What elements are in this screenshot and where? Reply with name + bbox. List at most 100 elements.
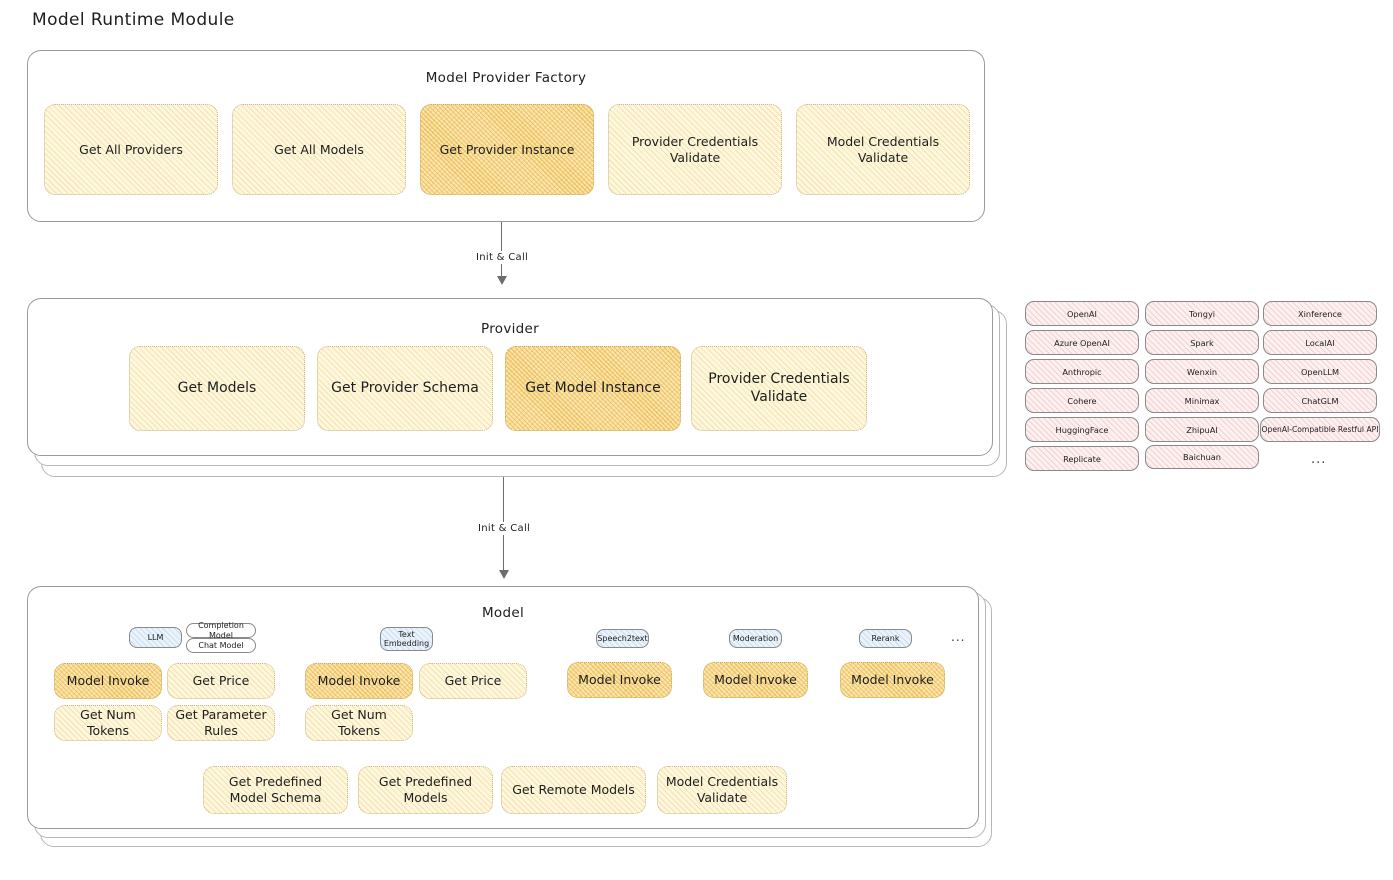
llm-method-get-parameter-rules[interactable]: Get Parameter Rules bbox=[167, 705, 275, 741]
provider-pill-xinference[interactable]: Xinference bbox=[1263, 301, 1377, 326]
provider-box-label: Get Model Instance bbox=[525, 379, 661, 396]
method-label: Model Invoke bbox=[714, 672, 797, 687]
model-type-badge-rerank[interactable]: Rerank bbox=[859, 629, 912, 648]
provider-pill-label: OpenAI-Compatible Restful API bbox=[1261, 425, 1379, 434]
arrow-factory-to-provider-head bbox=[497, 276, 507, 285]
model-sub-badge-label: Chat Model bbox=[198, 640, 244, 650]
provider-pill-tongyi[interactable]: Tongyi bbox=[1145, 301, 1259, 326]
provider-pill-label: Spark bbox=[1190, 337, 1214, 348]
model-method-get-predefined-model-schema[interactable]: Get Predefined Model Schema bbox=[203, 766, 348, 814]
provider-pill-label: Tongyi bbox=[1188, 308, 1216, 319]
provider-pill-label: ZhipuAI bbox=[1186, 424, 1218, 435]
provider-pill-openllm[interactable]: OpenLLM bbox=[1263, 359, 1377, 384]
model-sub-badge-label: Completion Model bbox=[198, 621, 244, 640]
method-label: Model Invoke bbox=[851, 672, 934, 687]
provider-pill-baichuan[interactable]: Baichuan bbox=[1145, 445, 1259, 469]
provider-pill-openai-compatible-restful-api[interactable]: OpenAI-Compatible Restful API bbox=[1260, 417, 1380, 442]
provider-pill-label: OpenAI bbox=[1067, 308, 1097, 319]
provider-pill-azure-openai[interactable]: Azure OpenAI bbox=[1025, 330, 1139, 355]
page-title: Model Runtime Module bbox=[32, 10, 235, 30]
provider-pill-zhipuai[interactable]: ZhipuAI bbox=[1145, 417, 1259, 442]
model-method-get-predefined-models[interactable]: Get Predefined Models bbox=[358, 766, 493, 814]
factory-box-label: Get All Providers bbox=[79, 141, 183, 157]
provider-pill-replicate[interactable]: Replicate bbox=[1025, 446, 1139, 471]
provider-pill-localai[interactable]: LocalAI bbox=[1263, 330, 1377, 355]
provider-pill-label: Anthropic bbox=[1062, 366, 1102, 377]
factory-box-get-all-providers[interactable]: Get All Providers bbox=[44, 104, 218, 195]
model-type-badge-label: Moderation bbox=[732, 633, 779, 643]
provider-pill-spark[interactable]: Spark bbox=[1145, 330, 1259, 355]
method-label: Model Credentials Validate bbox=[665, 774, 779, 805]
factory-box-label: Model Credentials Validate bbox=[826, 133, 940, 165]
factory-box-get-provider-instance[interactable]: Get Provider Instance bbox=[420, 104, 594, 195]
text-embedding-method-get-num-tokens[interactable]: Get Num Tokens bbox=[305, 705, 413, 741]
moderation-method-model-invoke[interactable]: Model Invoke bbox=[703, 662, 808, 698]
provider-pill-label: Baichuan bbox=[1183, 452, 1221, 462]
provider-list-more-ellipsis: ... bbox=[1311, 452, 1327, 467]
model-types-more-ellipsis: ... bbox=[951, 630, 966, 644]
method-label: Model Invoke bbox=[66, 673, 150, 688]
model-method-get-remote-models[interactable]: Get Remote Models bbox=[501, 766, 646, 814]
provider-pill-minimax[interactable]: Minimax bbox=[1145, 388, 1259, 413]
method-label: Get Remote Models bbox=[512, 782, 635, 797]
factory-box-label: Provider Credentials Validate bbox=[631, 133, 759, 165]
factory-box-provider-credentials-validate[interactable]: Provider Credentials Validate bbox=[608, 104, 782, 195]
method-label: Get Predefined Models bbox=[378, 774, 473, 805]
model-type-badge-label: Rerank bbox=[871, 633, 900, 643]
model-sub-badge-completion-model[interactable]: Completion Model bbox=[186, 621, 256, 640]
method-label: Get Predefined Model Schema bbox=[228, 774, 323, 805]
provider-pill-label: ChatGLM bbox=[1301, 395, 1339, 406]
provider-box-provider-credentials-validate[interactable]: Provider Credentials Validate bbox=[691, 346, 867, 431]
model-type-badge-label: LLM bbox=[147, 632, 164, 642]
llm-method-get-num-tokens[interactable]: Get Num Tokens bbox=[54, 705, 162, 741]
model-type-badge-llm[interactable]: LLM bbox=[129, 627, 182, 648]
provider-pill-huggingface[interactable]: HuggingFace bbox=[1025, 417, 1139, 442]
provider-box-label: Provider Credentials Validate bbox=[708, 370, 850, 405]
provider-pill-chatglm[interactable]: ChatGLM bbox=[1263, 388, 1377, 413]
provider-pill-label: OpenLLM bbox=[1300, 366, 1340, 377]
provider-pill-label: Minimax bbox=[1184, 395, 1220, 406]
provider-title: Provider bbox=[481, 321, 539, 337]
provider-pill-anthropic[interactable]: Anthropic bbox=[1025, 359, 1139, 384]
arrow-factory-to-provider-label: Init & Call bbox=[472, 251, 533, 264]
provider-pill-label: Cohere bbox=[1067, 395, 1097, 406]
provider-box-label: Get Models bbox=[177, 379, 257, 396]
llm-method-model-invoke[interactable]: Model Invoke bbox=[54, 663, 162, 699]
model-type-badge-text-embedding[interactable]: Text Embedding bbox=[380, 627, 433, 651]
method-label: Get Price bbox=[444, 673, 502, 688]
model-sub-badge-chat-model[interactable]: Chat Model bbox=[186, 638, 256, 653]
method-label: Get Num Tokens bbox=[331, 707, 387, 738]
speech2text-method-model-invoke[interactable]: Model Invoke bbox=[567, 662, 672, 698]
model-type-badge-speech2text[interactable]: Speech2text bbox=[596, 629, 649, 648]
provider-pill-wenxin[interactable]: Wenxin bbox=[1145, 359, 1259, 384]
provider-pill-label: LocalAI bbox=[1305, 337, 1335, 348]
model-method-model-credentials-validate[interactable]: Model Credentials Validate bbox=[657, 766, 787, 814]
arrow-provider-to-model-label: Init & Call bbox=[474, 522, 535, 535]
provider-pill-openai[interactable]: OpenAI bbox=[1025, 301, 1139, 326]
factory-box-model-credentials-validate[interactable]: Model Credentials Validate bbox=[796, 104, 970, 195]
provider-pill-label: Xinference bbox=[1298, 308, 1342, 319]
method-label: Get Price bbox=[192, 673, 250, 688]
provider-box-get-provider-schema[interactable]: Get Provider Schema bbox=[317, 346, 493, 431]
llm-method-get-price[interactable]: Get Price bbox=[167, 663, 275, 699]
arrow-factory-to-provider-line bbox=[501, 222, 502, 278]
provider-box-get-models[interactable]: Get Models bbox=[129, 346, 305, 431]
factory-box-get-all-models[interactable]: Get All Models bbox=[232, 104, 406, 195]
provider-pill-label: Replicate bbox=[1063, 453, 1101, 464]
provider-box-label: Get Provider Schema bbox=[331, 379, 479, 396]
rerank-method-model-invoke[interactable]: Model Invoke bbox=[840, 662, 945, 698]
provider-pill-cohere[interactable]: Cohere bbox=[1025, 388, 1139, 413]
model-title: Model bbox=[481, 605, 525, 621]
factory-box-label: Get Provider Instance bbox=[439, 141, 575, 157]
arrow-provider-to-model-head bbox=[499, 570, 509, 579]
method-label: Model Invoke bbox=[317, 673, 401, 688]
provider-pill-label: Azure OpenAI bbox=[1054, 337, 1110, 348]
provider-pill-label: HuggingFace bbox=[1055, 424, 1109, 435]
provider-pill-label: Wenxin bbox=[1186, 366, 1218, 377]
factory-box-label: Get All Models bbox=[274, 141, 364, 157]
model-type-badge-moderation[interactable]: Moderation bbox=[729, 629, 782, 648]
text-embedding-method-model-invoke[interactable]: Model Invoke bbox=[305, 663, 413, 699]
text-embedding-method-get-price[interactable]: Get Price bbox=[419, 663, 527, 699]
provider-box-get-model-instance[interactable]: Get Model Instance bbox=[505, 346, 681, 431]
